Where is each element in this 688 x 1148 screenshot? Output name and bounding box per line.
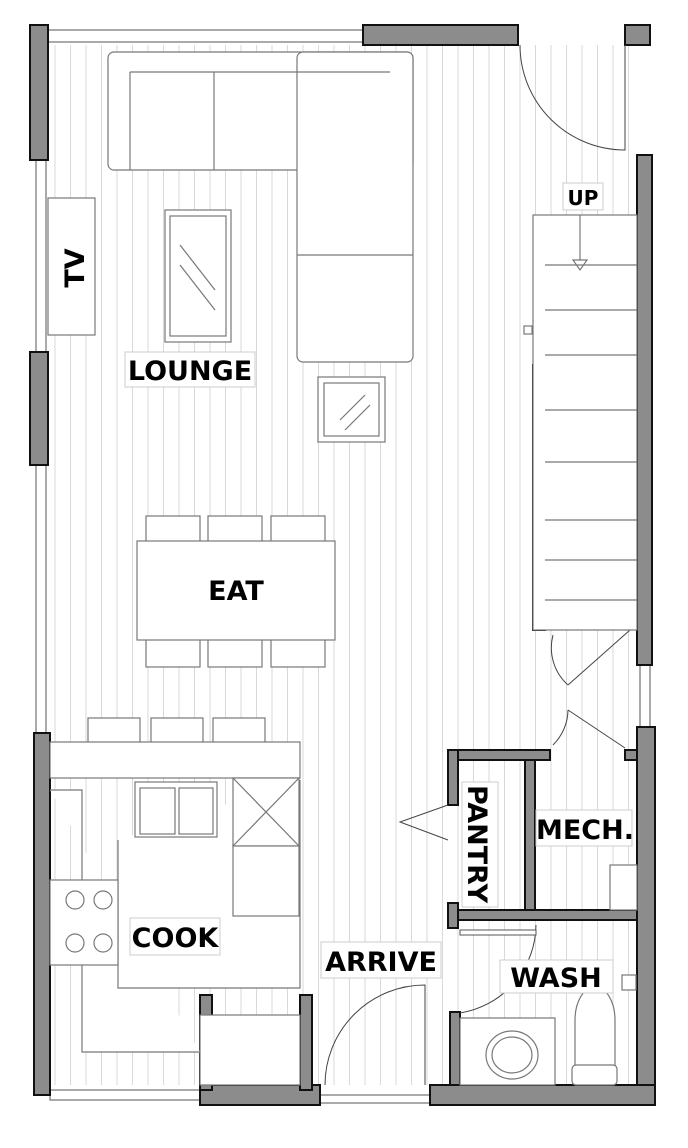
label-tv: TV — [60, 248, 91, 287]
tv-unit — [47, 197, 96, 336]
label-eat: EAT — [208, 576, 264, 607]
label-up: UP — [568, 186, 599, 210]
label-lounge: LOUNGE — [128, 356, 252, 387]
room-labels: TV LOUNGE EAT COOK ARRIVE PANTRY MECH. W… — [60, 182, 634, 994]
staircase — [523, 214, 638, 631]
label-mech: MECH. — [536, 815, 634, 846]
kitchen — [49, 717, 301, 1086]
doors — [324, 44, 631, 1086]
windows — [35, 29, 651, 1104]
side-table — [317, 376, 386, 443]
label-pantry: PANTRY — [461, 785, 492, 904]
dining-set — [136, 515, 336, 668]
coffee-table — [164, 209, 232, 343]
label-cook: COOK — [132, 923, 220, 954]
wash-fixtures — [459, 864, 638, 1086]
label-arrive: ARRIVE — [325, 947, 437, 978]
sofa — [107, 51, 414, 363]
label-wash: WASH — [510, 963, 602, 994]
